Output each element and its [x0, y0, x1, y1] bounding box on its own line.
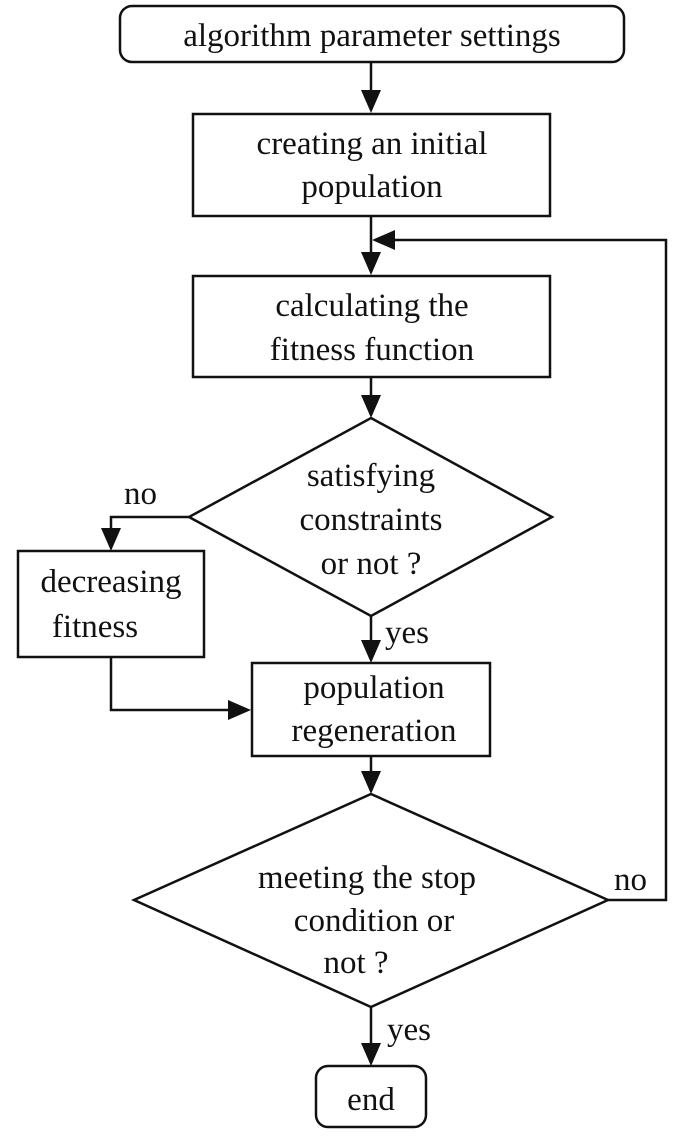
stop-yes-label: yes [387, 1012, 431, 1048]
init-population-label-line1: creating an initial [257, 126, 488, 162]
fitness-function-label-line1: calculating the [275, 288, 468, 324]
arrowhead-stop-no-loop [372, 230, 395, 250]
arrowhead-fitness-to-constraints [361, 395, 381, 418]
stop-condition-label-line1: meeting the stop [258, 860, 476, 896]
start-label: algorithm parameter settings [183, 18, 561, 54]
arrowhead-constraints-yes [361, 640, 381, 663]
arrow-stop-no-loop [387, 238, 668, 902]
stop-condition-label-line3: not ? [323, 945, 388, 981]
stop-condition-label-line2: condition or [294, 903, 454, 939]
constraints-label-line2: constraints [300, 502, 443, 538]
fitness-function-label-line2: fitness function [270, 332, 474, 368]
arrow-decrease-to-regeneration [109, 657, 236, 712]
init-population-label-line2: population [301, 169, 442, 205]
stop-no-label: no [614, 862, 647, 898]
arrowhead-stop-yes [361, 1043, 381, 1066]
decreasing-fitness-label-line1: decreasing [40, 564, 181, 600]
constraints-label-line3: or not ? [321, 546, 422, 582]
constraints-no-label: no [124, 476, 157, 512]
arrowhead-regeneration-to-stop [361, 771, 381, 794]
regeneration-label-line2: regeneration [292, 713, 457, 749]
arrowhead-init-to-fitness [361, 252, 381, 275]
arrowhead-constraints-no [101, 528, 121, 551]
init-population-box [191, 112, 552, 218]
arrowhead-decrease-to-regeneration [228, 700, 251, 720]
decreasing-fitness-label-line2: fitness [52, 609, 138, 645]
constraints-yes-label: yes [385, 615, 429, 651]
arrow-constraints-no [109, 515, 189, 535]
arrowhead-start-to-init [361, 90, 381, 113]
constraints-label-line1: satisfying [307, 458, 435, 494]
end-label: end [347, 1082, 395, 1118]
fitness-function-box [191, 274, 552, 379]
regeneration-label-line1: population [303, 670, 444, 706]
